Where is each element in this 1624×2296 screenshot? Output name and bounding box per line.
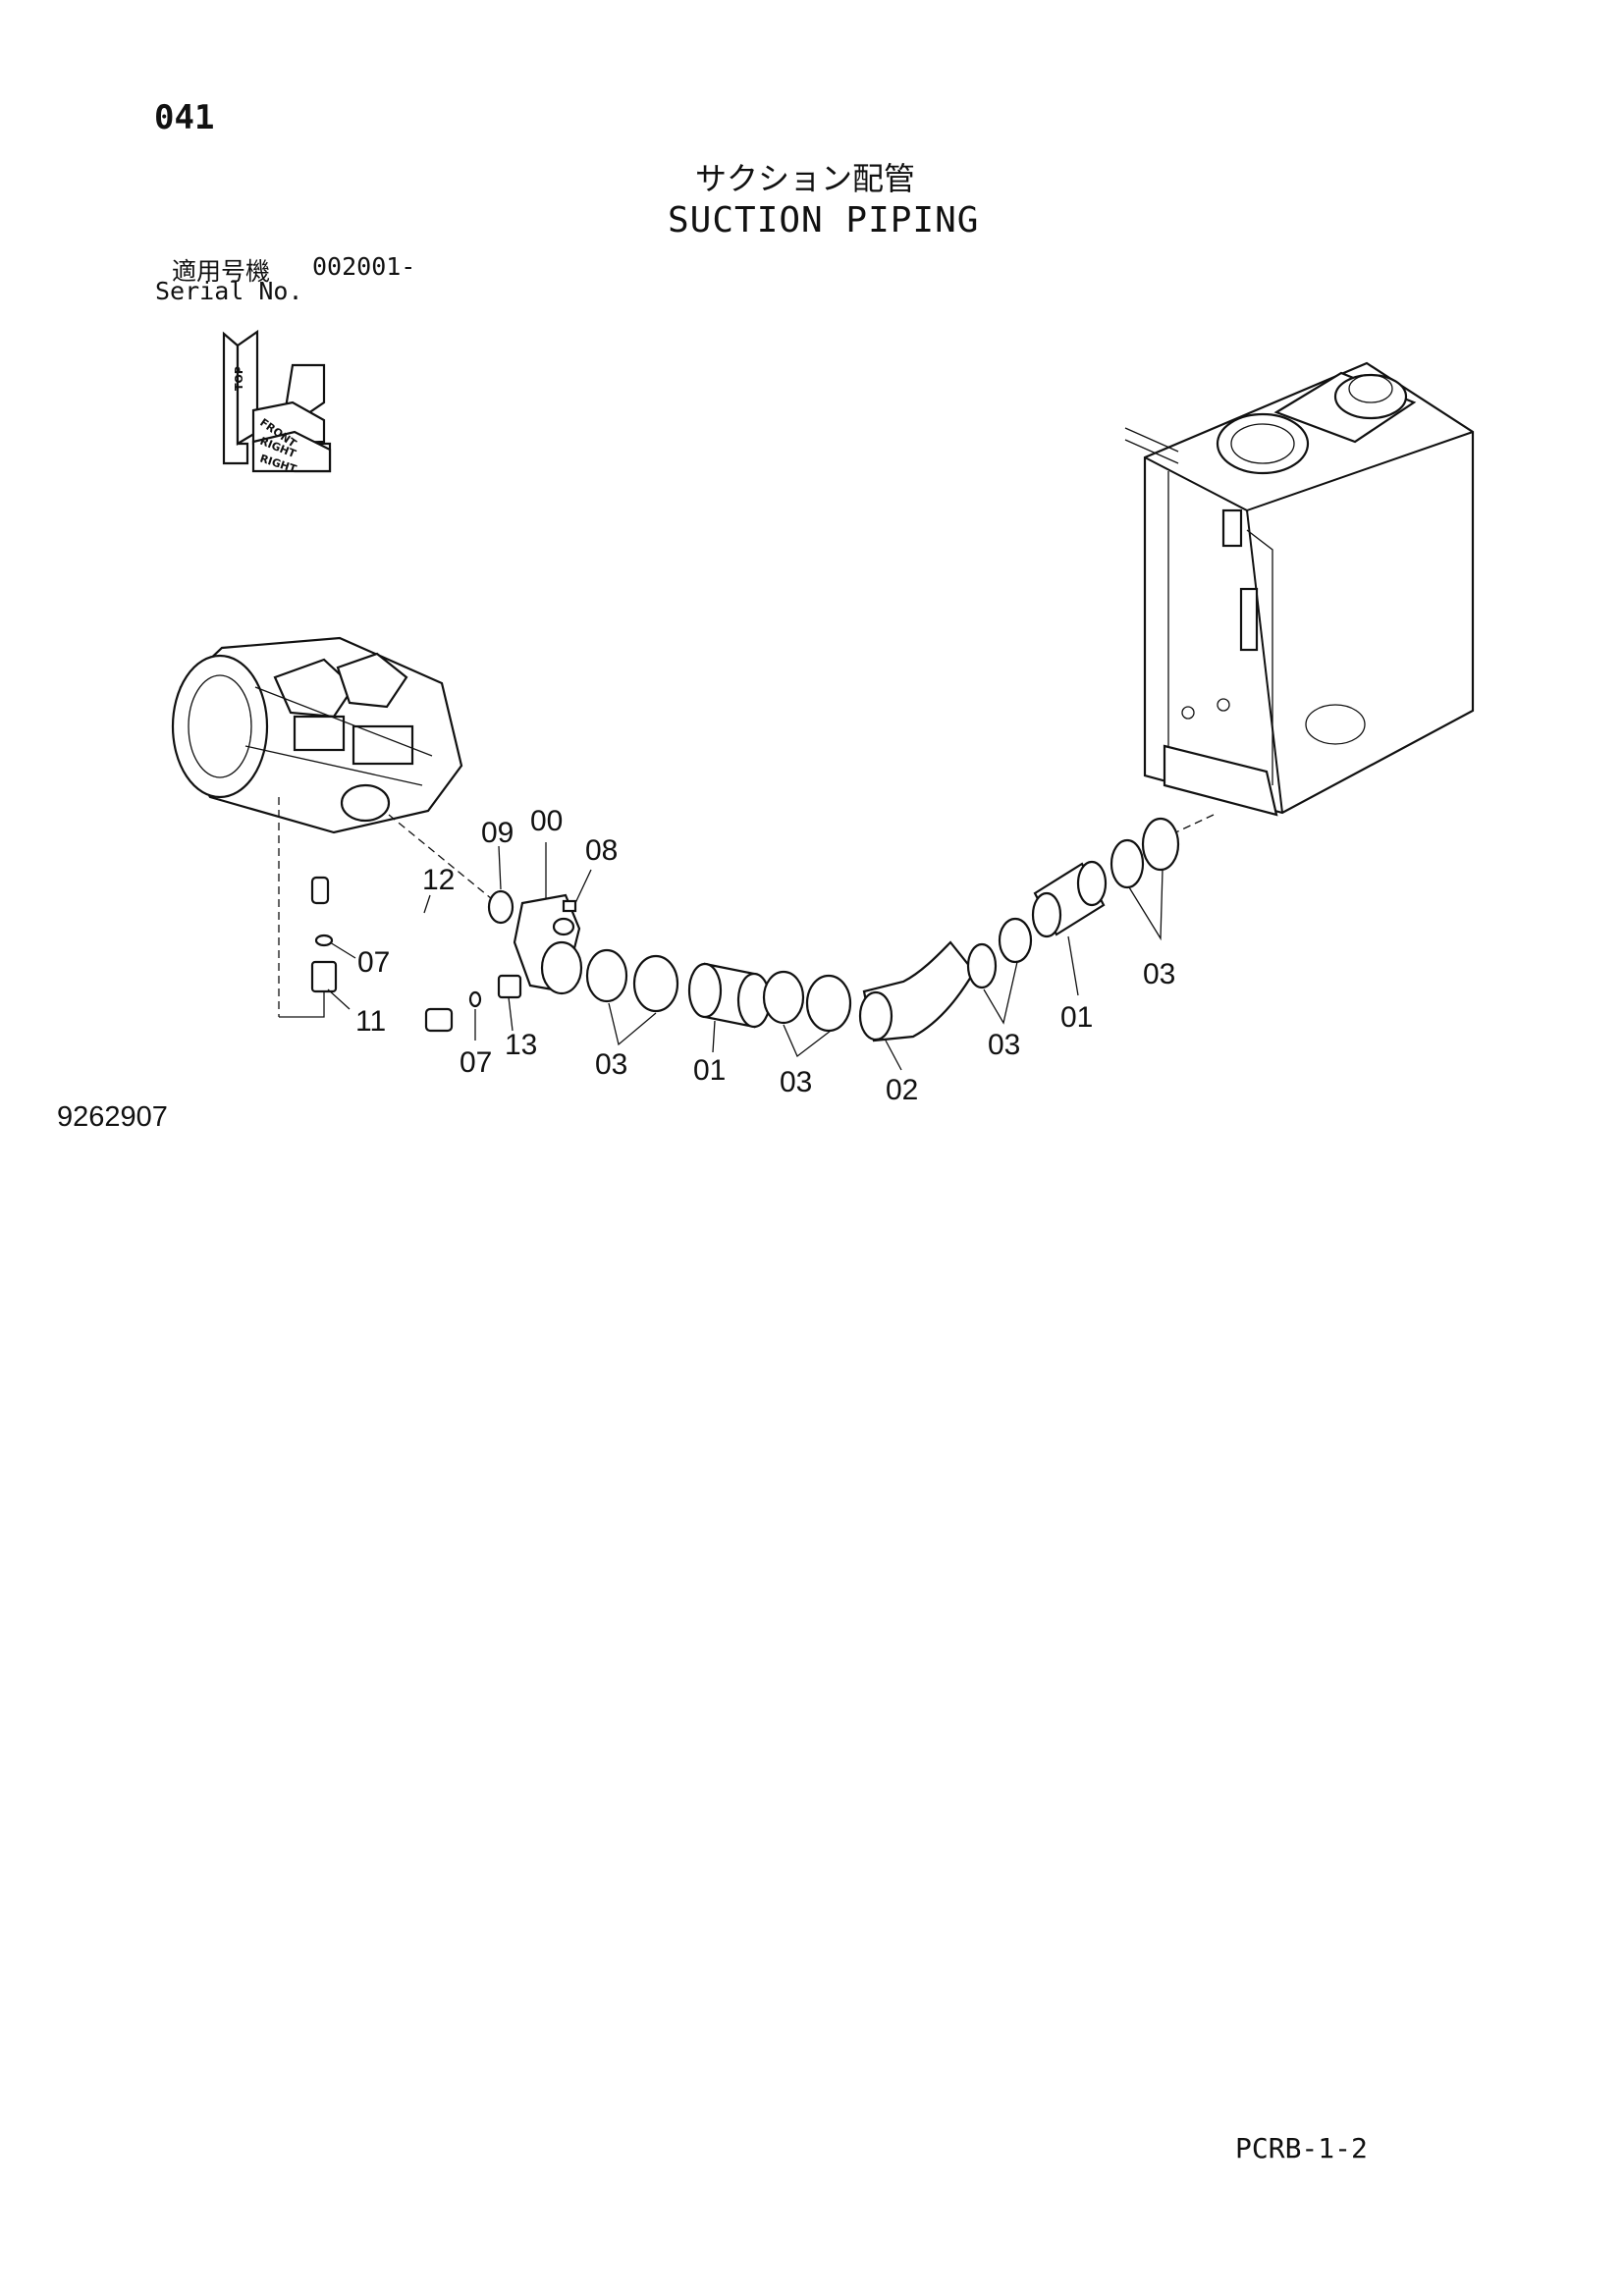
part-callouts: 00 01 01 02 03 03 03 03 07 07 08 09 11 1… <box>355 805 1175 1106</box>
serial-label-english: Serial No. <box>155 277 303 305</box>
suction-flange-assembly <box>487 889 583 995</box>
main-pump <box>171 636 498 1017</box>
callout-03-a: 03 <box>595 1048 627 1081</box>
serial-range: 002001- <box>312 252 416 281</box>
title-japanese: サクション配管 <box>695 160 916 197</box>
callout-07-b: 07 <box>460 1046 492 1079</box>
callout-13: 13 <box>505 1029 537 1061</box>
piping-components <box>585 817 1180 1042</box>
orientation-label-top: TOP <box>233 366 245 391</box>
page-code: PCRB-1-2 <box>1235 2132 1368 2164</box>
callout-03-d: 03 <box>1143 958 1175 990</box>
callout-00: 00 <box>530 805 563 837</box>
serial-label-japanese: 適用号機 <box>172 257 271 286</box>
callout-03-c: 03 <box>988 1029 1020 1061</box>
callout-02: 02 <box>886 1074 918 1106</box>
callout-11: 11 <box>355 1005 386 1038</box>
orientation-icon: TOP FRONT RIGHT RIGHT <box>222 329 332 476</box>
callout-12: 12 <box>422 864 455 896</box>
callout-03-b: 03 <box>780 1066 812 1098</box>
title-english: SUCTION PIPING <box>668 200 980 240</box>
callout-01-b: 01 <box>1060 1001 1093 1034</box>
callout-07-a: 07 <box>357 946 390 979</box>
callout-09: 09 <box>481 817 514 849</box>
illustration-number: 9262907 <box>57 1101 168 1133</box>
callout-08: 08 <box>585 834 618 867</box>
hydraulic-tank <box>1124 361 1475 843</box>
hose-assembly <box>279 876 522 1033</box>
page-number: 041 <box>154 98 215 137</box>
leader-lines <box>327 842 1164 1071</box>
callout-01-a: 01 <box>693 1054 726 1087</box>
